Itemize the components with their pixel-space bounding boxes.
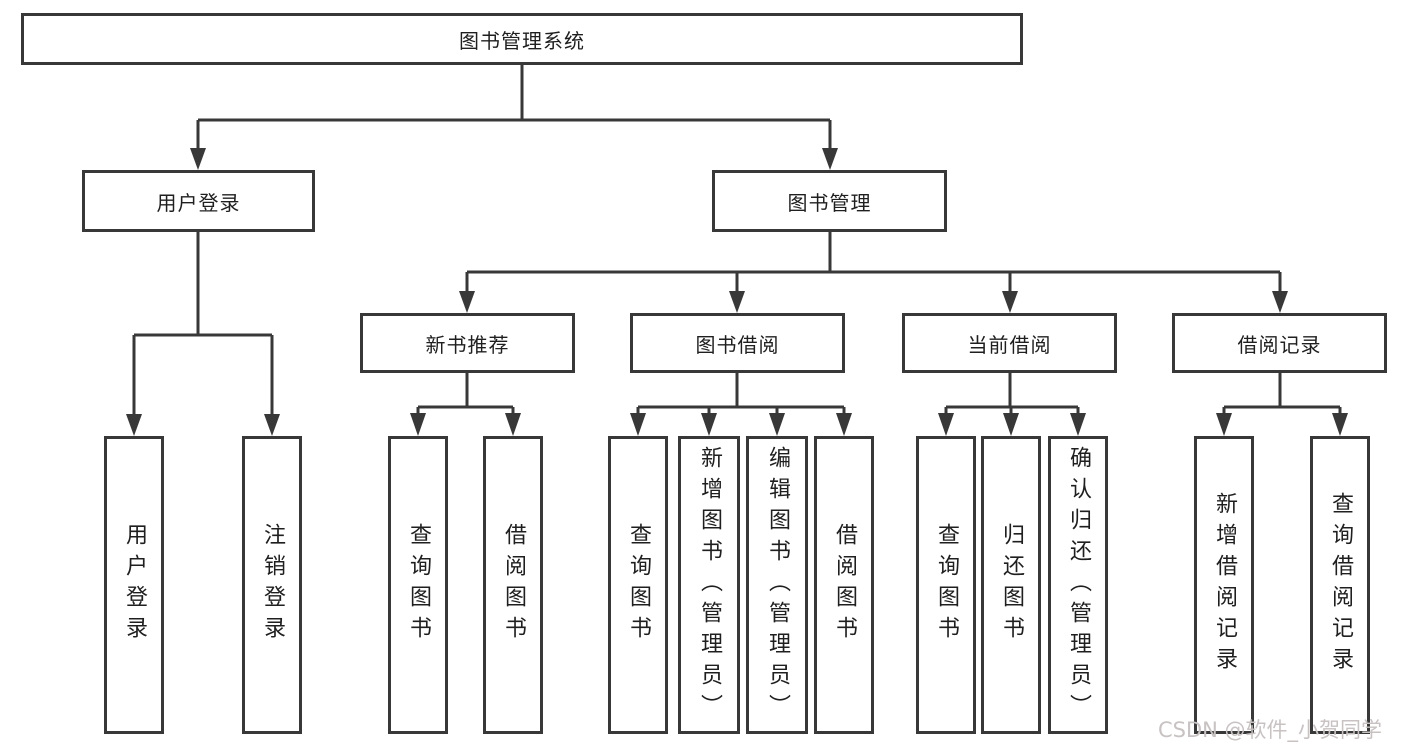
node-user-login: 用户登录 — [82, 170, 315, 232]
leaf-query-books-3: 查询图书 — [916, 436, 976, 734]
leaf-query-books-3-label: 查询图书 — [934, 523, 959, 647]
leaf-query-borrow-record: 查询借阅记录 — [1310, 436, 1370, 734]
leaf-borrow-books-2: 借阅图书 — [814, 436, 874, 734]
node-root: 图书管理系统 — [21, 13, 1023, 65]
node-new-book-recommend-label: 新书推荐 — [425, 332, 510, 357]
node-current-borrow-label: 当前借阅 — [967, 332, 1052, 357]
node-book-management: 图书管理 — [712, 170, 947, 232]
leaf-user-login-label: 用户登录 — [122, 523, 147, 647]
leaf-logout: 注销登录 — [242, 436, 302, 734]
leaf-edit-book-admin: 编辑图书（管理员） — [746, 436, 808, 734]
leaf-borrow-books-1-label: 借阅图书 — [501, 523, 526, 647]
leaf-borrow-books-2-label: 借阅图书 — [832, 523, 857, 647]
node-root-label: 图书管理系统 — [459, 28, 585, 53]
node-current-borrow: 当前借阅 — [902, 313, 1117, 373]
node-new-book-recommend: 新书推荐 — [360, 313, 575, 373]
leaf-add-book-admin: 新增图书（管理员） — [678, 436, 740, 734]
leaf-add-borrow-record: 新增借阅记录 — [1194, 436, 1254, 734]
leaf-query-books-2: 查询图书 — [608, 436, 668, 734]
node-book-borrow: 图书借阅 — [630, 313, 845, 373]
csdn-watermark: CSDN @软件_小贺同学 — [1158, 718, 1383, 742]
leaf-query-books-1-label: 查询图书 — [406, 523, 431, 647]
leaf-borrow-books-1: 借阅图书 — [483, 436, 543, 734]
node-book-management-label: 图书管理 — [787, 190, 872, 215]
leaf-confirm-return-admin: 确认归还（管理员） — [1048, 436, 1108, 734]
node-borrow-record-label: 借阅记录 — [1237, 332, 1322, 357]
node-book-borrow-label: 图书借阅 — [695, 332, 780, 357]
arrowheads — [126, 148, 1348, 436]
leaf-query-borrow-record-label: 查询借阅记录 — [1328, 492, 1353, 678]
leaf-edit-book-admin-label: 编辑图书（管理员） — [765, 445, 790, 725]
leaf-add-borrow-record-label: 新增借阅记录 — [1212, 492, 1237, 678]
leaf-logout-label: 注销登录 — [260, 523, 285, 647]
leaf-return-book-label: 归还图书 — [999, 523, 1024, 647]
node-user-login-label: 用户登录 — [156, 190, 241, 215]
leaf-query-books-2-label: 查询图书 — [626, 523, 651, 647]
leaf-return-book: 归还图书 — [981, 436, 1041, 734]
leaf-user-login: 用户登录 — [104, 436, 164, 734]
leaf-add-book-admin-label: 新增图书（管理员） — [697, 445, 722, 725]
leaf-query-books-1: 查询图书 — [388, 436, 448, 734]
leaf-confirm-return-admin-label: 确认归还（管理员） — [1066, 445, 1091, 725]
node-borrow-record: 借阅记录 — [1172, 313, 1387, 373]
